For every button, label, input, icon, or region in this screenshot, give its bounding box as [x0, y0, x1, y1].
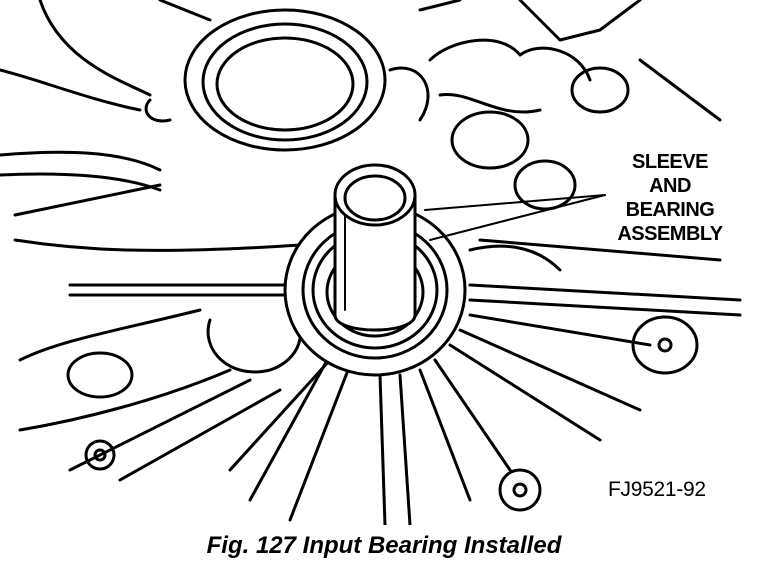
lower-left-bosses [66, 308, 302, 471]
callout-line-1: SLEEVE [632, 151, 708, 173]
callout-label: SLEEVE AND BEARING ASSEMBLY [600, 150, 740, 246]
figure-id: FJ9521-92 [608, 478, 706, 501]
callout-leader [424, 194, 606, 241]
upper-bore [144, 8, 430, 152]
radial-ribs [248, 313, 652, 525]
callout-line-4: ASSEMBLY [617, 223, 723, 245]
case-outline-right [418, 0, 742, 317]
case-outline-left [0, 0, 332, 482]
callout-line-3: BEARING [625, 199, 715, 221]
transmission-case-drawing [0, 0, 742, 525]
figure-caption: Fig. 127 Input Bearing Installed [206, 532, 562, 559]
sleeve [333, 163, 417, 332]
callout-line-2: AND [649, 175, 691, 197]
bolt-bosses [498, 315, 699, 512]
